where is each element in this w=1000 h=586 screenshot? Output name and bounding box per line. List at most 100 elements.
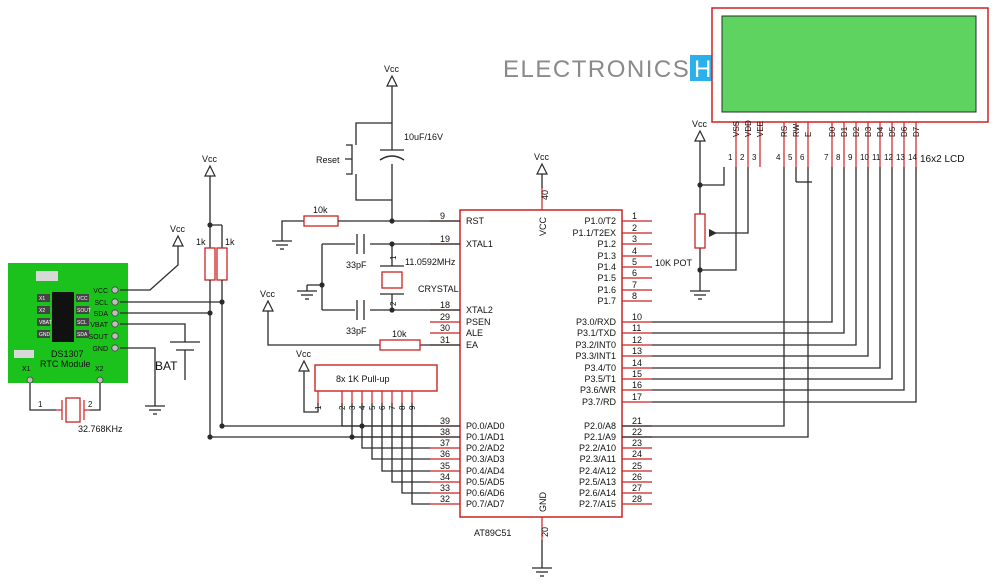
mcu-left-pin-name: P0.3/AD3 [466, 454, 505, 464]
lcd-pin-number: 4 [776, 153, 781, 162]
p0-bus-wire [361, 403, 430, 449]
lcd-data-wire [652, 167, 857, 346]
rtc-x1-pad [26, 376, 34, 384]
rtc-pin-pad [111, 320, 119, 328]
rtc-subtitle: RTC Module [40, 359, 90, 369]
lcd-pin-name: VSS [732, 121, 741, 137]
mcu-right-pin-number: 24 [632, 449, 642, 459]
lcd-display: VSS1VDD2VEE3RS4RW5E6D07D18D29D310D411D51… [711, 7, 989, 167]
mcu-right-pin-number: 16 [632, 380, 642, 390]
rtc-chip-pad [37, 306, 50, 314]
rtc-chip-pad [37, 294, 50, 302]
mcu-left-pin-name: ALE [466, 328, 483, 338]
vcc-arrow-icon [172, 234, 184, 247]
lcd-pin-number: 12 [884, 153, 893, 162]
lcd-pin-name: RS [780, 126, 789, 137]
rtc-pin-label: SDA [94, 311, 109, 318]
junction-dot [319, 282, 325, 288]
rtc-chip-label: SDA [77, 332, 88, 338]
mcu-left-pin-name: P0.4/AD4 [466, 466, 505, 476]
mcu-right-pin-name: P1.3 [597, 251, 616, 261]
rtc-pin-pad [111, 344, 119, 352]
junction-dot [207, 222, 213, 228]
p0-bus-wire [401, 403, 430, 494]
mcu-right-pin-name: P1.0/T2 [584, 216, 616, 226]
vcc-label: Vcc [202, 154, 218, 164]
mcu-left-pin-number: 30 [440, 323, 450, 333]
junction-dot [697, 267, 703, 273]
mcu-left-pin-number: 18 [440, 300, 450, 310]
junction-dot [219, 423, 225, 429]
pot-label: 10K POT [655, 258, 693, 268]
lcd-pin-name: E [804, 132, 813, 137]
lcd-pin-name: D1 [840, 126, 849, 137]
mcu-left-pin-number: 38 [440, 427, 450, 437]
mcu-right-pin-name: P2.0/A8 [584, 421, 616, 431]
lcd-data-wire [652, 167, 881, 369]
pullup-pin-number: 1 [314, 405, 323, 410]
vcc-label: Vcc [384, 64, 400, 74]
mcu-right-pin-name: P3.4/T0 [584, 363, 616, 373]
mcu-right-pins: 1P1.0/T22P1.1/T2EX3P1.24P1.35P1.46P1.57P… [572, 211, 652, 509]
junction-dot [219, 299, 225, 305]
reset-res-label: 10k [313, 205, 328, 215]
mcu-left-pin-name: P0.1/AD1 [466, 432, 505, 442]
lcd-pin-name: RW [792, 123, 801, 137]
mcu-right-pin-number: 23 [632, 438, 642, 448]
rtc-pin-label: VBAT [90, 322, 108, 329]
mcu-right-pin-number: 6 [632, 268, 637, 278]
mcu-name: AT89C51 [474, 528, 511, 538]
mcu-left-pin-number: 32 [440, 494, 450, 504]
rtc-pin-label: GND [92, 346, 108, 353]
vcc-label: Vcc [692, 119, 708, 129]
lcd-pin-number: 11 [872, 153, 881, 162]
lcd-label: 16x2 LCD [920, 154, 964, 165]
mcu-left-pin-number: 37 [440, 438, 450, 448]
lcd-data-wire [652, 167, 869, 357]
ea-resistor-label: 10k [392, 329, 407, 339]
lcd-pin-name: D4 [876, 126, 885, 137]
mcu-left-pin-number: 29 [440, 312, 450, 322]
mcu-right-pin-number: 11 [632, 323, 641, 333]
rtc-name: DS1307 [51, 349, 84, 359]
mcu-right-pin-name: P2.7/A15 [579, 499, 616, 509]
cap1-label: 33pF [346, 260, 367, 270]
lcd-pin-name: VEE [756, 121, 765, 137]
rtc-x2-pad [96, 376, 104, 384]
lcd-screen [721, 15, 977, 113]
mcu-right-pin-name: P2.2/A10 [579, 443, 616, 453]
lcd-pin-name: D7 [912, 126, 921, 137]
mcu-right-pin-number: 13 [632, 346, 642, 356]
junction-dot [697, 182, 703, 188]
rtc-x1-label: X1 [22, 366, 31, 373]
pullup-pin-number: 8 [398, 405, 407, 410]
mcu-right-pin-name: P1.2 [597, 239, 616, 249]
lcd-pin-name: D3 [864, 126, 873, 137]
mcu-left-pin-name: P0.0/AD0 [466, 421, 505, 431]
mcu-right-pin-number: 25 [632, 461, 642, 471]
junction-dot [389, 241, 395, 247]
mcu-left-pin-number: 36 [440, 449, 450, 459]
lcd-pin-number: 9 [848, 153, 853, 162]
lcd-pin-name: VDD [744, 120, 753, 137]
rtc-pin-pad [111, 332, 119, 340]
component-labels: 32.768KHz 1 2 BAT 1k 1k Reset 10uF/16V 1… [38, 132, 693, 434]
cap2-label: 33pF [346, 326, 367, 336]
mcu-right-pin-name: P2.6/A14 [579, 488, 616, 498]
crystal-rtc-pin1: 1 [38, 400, 43, 409]
p0-bus-wire [391, 403, 430, 483]
mcu-left-pin-name: PSEN [466, 317, 491, 327]
vcc-label: Vcc [296, 349, 312, 359]
lcd-pin-number: 7 [824, 153, 829, 162]
mcu-right-pin-number: 12 [632, 335, 642, 345]
lcd-data-wire [652, 167, 905, 391]
reset-label: Reset [316, 155, 340, 165]
mcu-right-pin-number: 5 [632, 257, 637, 267]
junction-dot [359, 423, 365, 429]
rtc-pin-pad [111, 309, 119, 317]
